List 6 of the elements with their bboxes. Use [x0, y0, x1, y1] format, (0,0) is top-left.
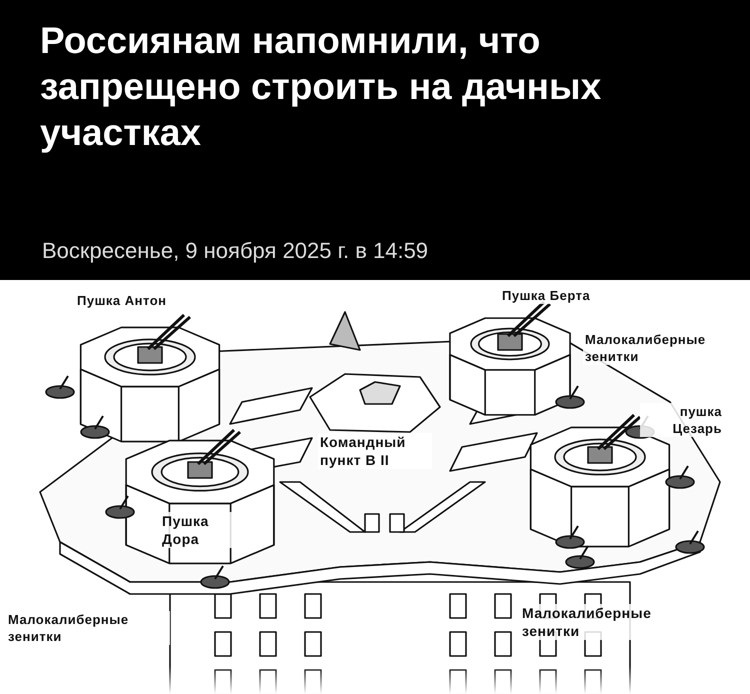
gun-label: Пушка Дора	[160, 512, 234, 548]
gun-label: пушка Цезарь	[640, 403, 724, 437]
flak-label: Малокалиберные зенитки	[6, 611, 170, 645]
headline: Россиянам напомнили, что запрещено строить на дачных участках	[40, 19, 602, 155]
date-text: Воскресенье, 9 ноября 2025 г. в 14:59	[41, 237, 430, 265]
command-post-label: Командный пункт В II	[318, 433, 432, 469]
